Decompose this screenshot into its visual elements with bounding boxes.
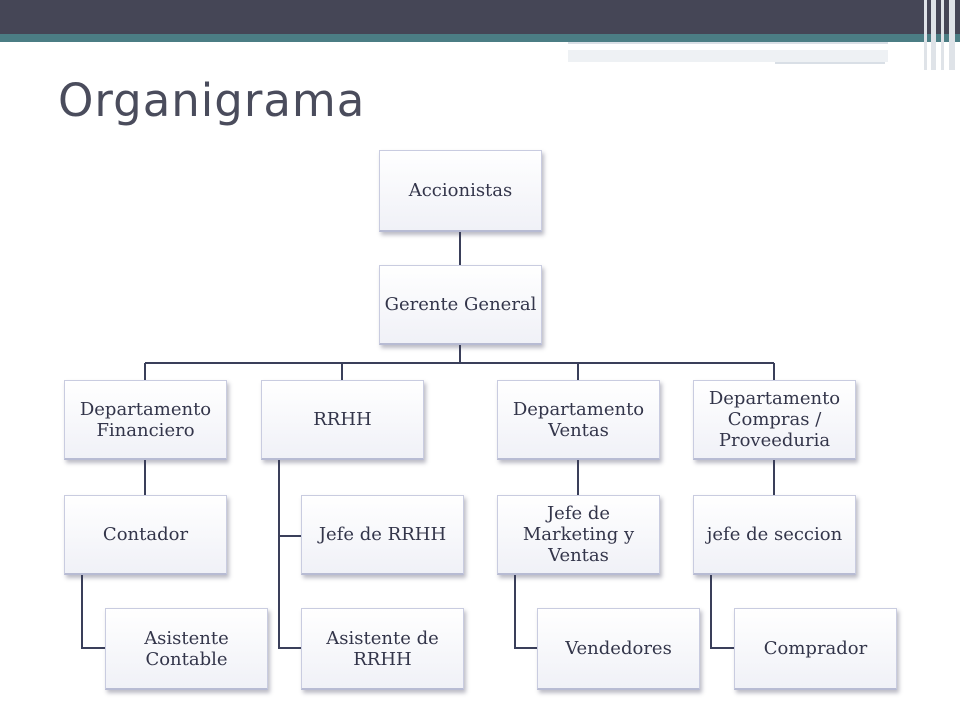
- slide-title: Organigrama: [58, 74, 366, 127]
- node-gerente-general: Gerente General: [379, 265, 542, 345]
- node-rrhh: RRHH: [261, 380, 424, 460]
- connector-contador-asistente: [81, 575, 106, 649]
- node-asistente-contable: Asistente Contable: [105, 608, 268, 690]
- header-accent-line: [568, 42, 888, 44]
- header-accent-band: [568, 50, 888, 62]
- node-departamento-financiero: Departamento Financiero: [64, 380, 227, 460]
- header-accent-line-short: [775, 62, 885, 64]
- node-jefe-de-rrhh: Jefe de RRHH: [301, 495, 464, 575]
- node-departamento-ventas: Departamento Ventas: [497, 380, 660, 460]
- node-jefe-de-marketing-y-ventas: Jefe de Marketing y Ventas: [497, 495, 660, 575]
- node-vendedores: Vendedores: [537, 608, 700, 690]
- node-asistente-de-rrhh: Asistente de RRHH: [301, 608, 464, 690]
- connector-jefe-vendedores: [514, 575, 538, 649]
- connector-jefe-comprador: [710, 575, 735, 649]
- connector-rrhh-asistente: [278, 460, 302, 649]
- header-bar: [0, 0, 960, 34]
- node-jefe-de-seccion: jefe de seccion: [693, 495, 856, 575]
- node-contador: Contador: [64, 495, 227, 575]
- node-accionistas: Accionistas: [379, 150, 542, 232]
- header-corner-decoration: [920, 0, 960, 70]
- node-departamento-compras: Departamento Compras / Proveeduria: [693, 380, 856, 460]
- header-stripe: [0, 34, 960, 42]
- node-comprador: Comprador: [734, 608, 897, 690]
